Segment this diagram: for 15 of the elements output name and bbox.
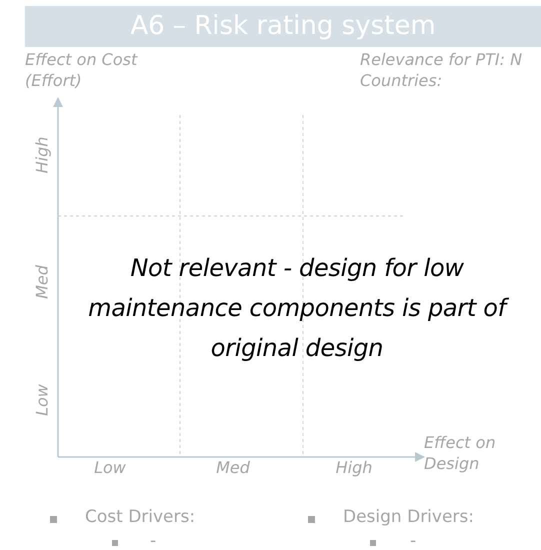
axis-tick-label: High xyxy=(32,136,53,174)
axis-title: Effect on Cost (Effort) xyxy=(25,50,139,92)
note-text: Countries: xyxy=(360,71,442,92)
list-item-text: Cost Drivers: xyxy=(85,506,196,528)
axis-tick-label: Med xyxy=(32,265,53,299)
axis-tick-label: High xyxy=(336,458,372,479)
list-item-text: - xyxy=(410,530,416,550)
list-item-text: Design Drivers: xyxy=(343,506,474,528)
axis-title: Effect on Design xyxy=(424,433,497,475)
axis-tick-label: Low xyxy=(32,384,53,416)
note-text: Relevance for PTI: N xyxy=(360,50,522,71)
axis-tick-label: Low xyxy=(94,458,126,479)
annotation-text: Not relevant - design for low maintenance components is part of original design xyxy=(62,248,532,368)
axis-tick-label: Med xyxy=(216,458,250,479)
list-item-text: - xyxy=(150,530,156,550)
